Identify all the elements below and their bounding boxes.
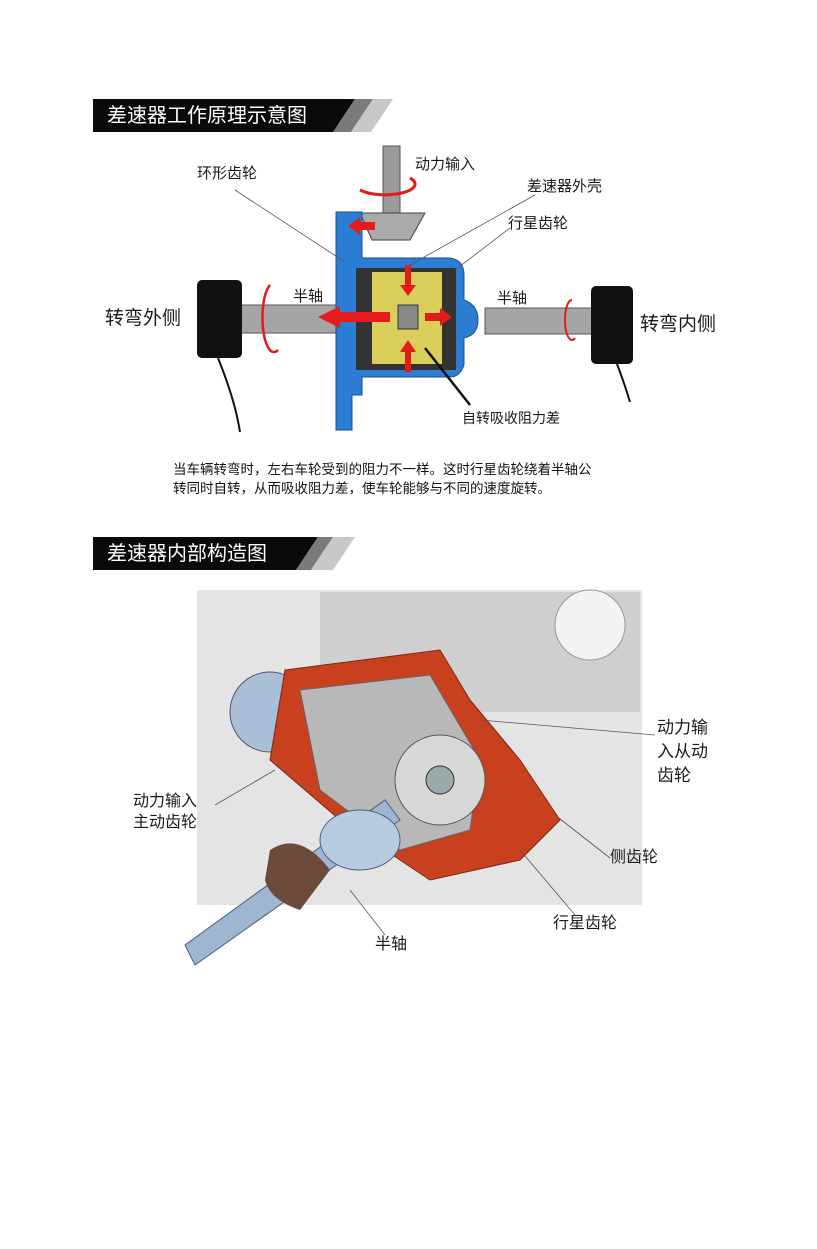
label-side-gear: 侧齿轮 xyxy=(610,847,659,866)
caption: 当车辆转弯时，左右车轮受到的阻力不一样。这时行星齿轮绕着半轴公 转同时自转，从而… xyxy=(173,461,693,499)
label-half-shaft-2: 半轴 xyxy=(375,934,408,953)
label-outer-side: 转弯外侧 xyxy=(105,307,182,329)
label-driven-gear-line-1: 动力输 xyxy=(657,718,708,738)
caption-line-1: 当车辆转弯时，左右车轮受到的阻力不一样。这时行星齿轮绕着半轴公 xyxy=(173,462,592,478)
label-ring-gear: 环形齿轮 xyxy=(197,164,258,182)
differential-principle-diagram xyxy=(197,145,633,433)
caption-line-2: 转同时自转，从而吸收阻力差，使车轮能够与不同的速度旋转。 xyxy=(173,481,551,497)
label-drive-gear: 动力输入 主动齿轮 xyxy=(133,790,197,832)
label-driven-gear: 动力输 入从动 齿轮 xyxy=(657,716,708,788)
label-self-rotation: 自转吸收阻力差 xyxy=(462,411,560,427)
label-planet-gear-2: 行星齿轮 xyxy=(553,913,618,932)
label-half-shaft-right: 半轴 xyxy=(497,289,528,307)
label-driven-gear-line-2: 入从动 xyxy=(657,742,708,762)
label-half-shaft-left: 半轴 xyxy=(293,287,324,305)
section-title: 差速器内部构造图 xyxy=(107,541,267,565)
section-header-principle: 差速器工作原理示意图 xyxy=(93,99,398,132)
label-drive-gear-line-2: 主动齿轮 xyxy=(133,812,198,831)
label-drive-gear-line-1: 动力输入 xyxy=(133,791,198,810)
header-stripes xyxy=(261,537,355,570)
label-housing: 差速器外壳 xyxy=(527,177,603,195)
label-driven-gear-line-3: 齿轮 xyxy=(657,766,691,786)
section-header-structure: 差速器内部构造图 xyxy=(93,537,358,570)
label-planet-gear: 行星齿轮 xyxy=(508,214,569,232)
section-title: 差速器工作原理示意图 xyxy=(107,103,307,127)
label-inner-side: 转弯内侧 xyxy=(640,313,717,335)
label-power-input: 动力输入 xyxy=(415,155,476,173)
header-stripes xyxy=(301,99,393,132)
